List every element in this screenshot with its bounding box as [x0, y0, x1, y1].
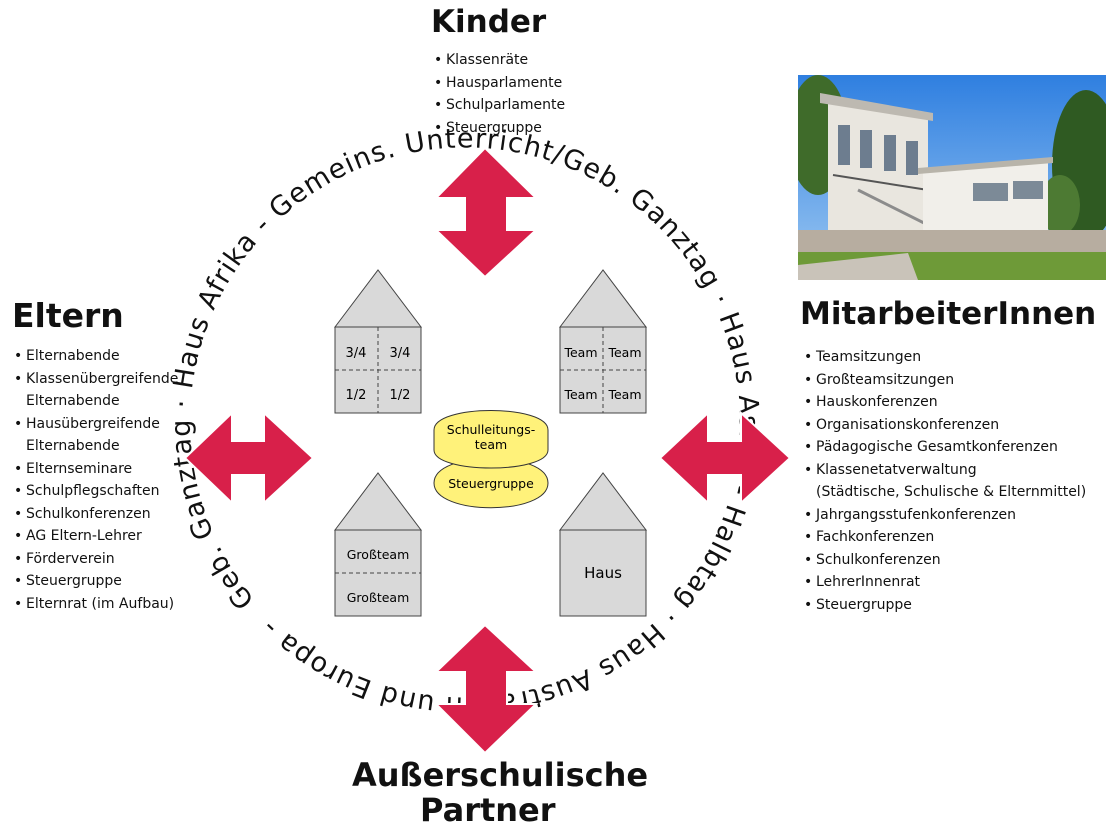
eltern-title: Eltern: [12, 296, 124, 335]
partner-title-line1: Außerschulische: [352, 756, 649, 794]
house-bottom-left: Großteam Großteam: [333, 472, 423, 617]
mitarbeiter-title: MitarbeiterInnen: [800, 296, 1097, 332]
list-item: AG Eltern-Lehrer: [14, 525, 178, 548]
list-item: Elternabende: [26, 393, 120, 409]
house-tr-cell-4: Team: [607, 387, 641, 402]
mitarbeiter-list: TeamsitzungenGroßteamsitzungenHauskonfer…: [804, 346, 1086, 616]
house-bl-cell-1: Großteam: [347, 547, 410, 562]
arrow-right: [658, 410, 792, 506]
list-item: Elternabende: [14, 345, 178, 368]
arrow-bottom: [433, 623, 539, 755]
center-top-line2: team: [475, 437, 507, 452]
list-item: Jahrgangsstufenkonferenzen: [804, 504, 1086, 527]
list-item: Elternrat (im Aufbau): [14, 593, 178, 616]
list-item: Schulkonferenzen: [804, 549, 1086, 572]
list-item: LehrerInnenrat: [804, 571, 1086, 594]
house-bl-cell-2: Großteam: [347, 590, 410, 605]
list-item: Teamsitzungen: [804, 346, 1086, 369]
list-item: Steuergruppe: [434, 117, 565, 140]
house-tr-cell-1: Team: [563, 345, 597, 360]
house-tl-cell-1: 3/4: [346, 346, 367, 361]
list-item: Elternabende: [26, 438, 120, 454]
house-top-left: 3/4 3/4 1/2 1/2: [333, 269, 423, 414]
partner-title-line2: Partner: [420, 791, 556, 829]
list-item: Steuergruppe: [804, 594, 1086, 617]
center-group: Schulleitungs- team Steuergruppe: [433, 410, 549, 509]
list-item: Klassenetatverwaltung: [804, 459, 1086, 482]
arrow-left: [183, 410, 315, 506]
house-tl-cell-4: 1/2: [390, 388, 411, 403]
list-item: Schulkonferenzen: [14, 503, 178, 526]
house-tr-cell-3: Team: [563, 387, 597, 402]
arrow-top: [433, 146, 539, 279]
list-item: Hausparlamente: [434, 72, 565, 95]
kinder-list: KlassenräteHausparlamenteSchulparlamente…: [434, 49, 565, 139]
house-tl-cell-2: 3/4: [390, 346, 411, 361]
center-bottom: Steuergruppe: [448, 476, 534, 491]
list-item: Pädagogische Gesamtkonferenzen: [804, 436, 1086, 459]
list-item: Hauskonferenzen: [804, 391, 1086, 414]
list-item: Schulparlamente: [434, 94, 565, 117]
house-bottom-right: Haus: [558, 472, 648, 617]
list-item: Klassenübergreifende: [14, 368, 178, 391]
list-item: (Städtische, Schulische & Elternmittel): [816, 484, 1087, 500]
eltern-list: ElternabendeKlassenübergreifendeElternab…: [14, 345, 178, 615]
kinder-title: Kinder: [431, 4, 547, 40]
center-top-line1: Schulleitungs-: [447, 422, 535, 437]
list-item: Großteamsitzungen: [804, 369, 1086, 392]
house-top-right: Team Team Team Team: [558, 269, 648, 414]
list-item: Förderverein: [14, 548, 178, 571]
list-item: Klassenräte: [434, 49, 565, 72]
list-item: Fachkonferenzen: [804, 526, 1086, 549]
list-item: Hausübergreifende: [14, 413, 178, 436]
list-item: Steuergruppe: [14, 570, 178, 593]
house-tr-cell-2: Team: [607, 345, 641, 360]
list-item: Schulpflegschaften: [14, 480, 178, 503]
school-building-photo: [798, 75, 1106, 280]
house-tl-cell-3: 1/2: [346, 388, 367, 403]
list-item: Organisationskonferenzen: [804, 414, 1086, 437]
list-item: Elternseminare: [14, 458, 178, 481]
house-br-label: Haus: [584, 564, 622, 582]
